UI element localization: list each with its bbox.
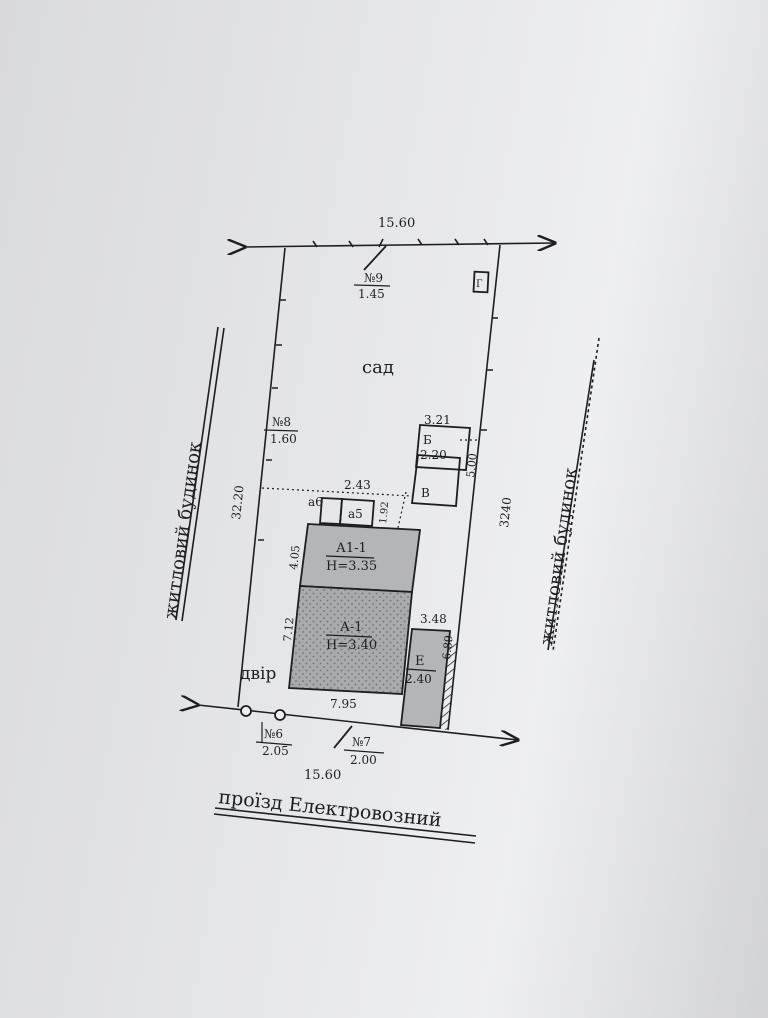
- fence-n7-underline: [343, 749, 385, 754]
- gate-post: [274, 709, 286, 721]
- fence-n7-label: №7: [352, 735, 371, 749]
- building-a1-underline: [325, 634, 373, 638]
- building-a1-1-underline: [325, 555, 375, 559]
- top-width-label: 15.60: [378, 216, 415, 231]
- left-length-label: 32.20: [229, 485, 247, 521]
- right-length-label: 3240: [497, 496, 514, 528]
- fence-n6-length: 2.05: [262, 744, 289, 758]
- offset-line-vertical: [397, 491, 407, 529]
- building-b-value: 2.20: [420, 448, 447, 462]
- building-a6: [319, 497, 343, 525]
- fence-n7-length: 2.00: [350, 753, 377, 767]
- building-e-name: Е: [415, 654, 425, 669]
- building-g-name: Г: [476, 279, 483, 290]
- outbuilding-depth-label: 5.00: [464, 453, 479, 479]
- fence-marks-top: [312, 238, 489, 248]
- building-a1-1-name: А1-1: [336, 541, 367, 556]
- building-g: [472, 270, 490, 294]
- neighbor-right-label: житловий будинок: [536, 466, 582, 647]
- neighbor-left-label: житловий будинок: [160, 440, 206, 621]
- fence-n9-line: [363, 245, 387, 271]
- street-line: [214, 807, 477, 837]
- fence-n9-length: 1.45: [358, 287, 385, 301]
- building-b-name: Б: [423, 433, 432, 447]
- fence-marks-left: [258, 299, 286, 541]
- building-a5: [339, 498, 375, 527]
- neighbor-left-line: [175, 326, 219, 621]
- neighbor-left-line-2: [181, 327, 225, 622]
- building-v-name: В: [421, 486, 430, 500]
- building-a6-dim: 1.92: [378, 501, 391, 524]
- fence-n9-underline: [353, 284, 391, 287]
- neighbor-right-line-2: [552, 337, 600, 652]
- building-a1-width: 7.95: [330, 697, 357, 711]
- building-v: [410, 454, 461, 507]
- building-a5-label: а5: [348, 507, 363, 521]
- building-a1-name: А-1: [340, 620, 363, 635]
- outbuilding-width-label: 3.21: [424, 413, 451, 427]
- building-b: [415, 424, 471, 471]
- neighbor-right-line: [547, 359, 595, 651]
- building-e-depth: 6.89: [440, 635, 455, 661]
- garden-label: сад: [362, 357, 394, 378]
- fence-n6-label: №6: [264, 727, 283, 741]
- fence-marks-right: [481, 317, 498, 431]
- building-e-underline: [405, 668, 437, 672]
- yard-label: двір: [240, 664, 276, 684]
- building-e-value: 2.40: [405, 672, 432, 686]
- building-e-width: 3.48: [420, 612, 447, 626]
- fence-n8-label: №8: [272, 415, 291, 429]
- top-boundary: [245, 243, 555, 247]
- building-e: [399, 628, 451, 729]
- offset-line-horizontal: [261, 487, 413, 497]
- fence-n7-line: [333, 725, 353, 749]
- fence-n8-length: 1.60: [270, 432, 297, 446]
- gate-post: [240, 705, 252, 717]
- wall-hatch: [440, 639, 458, 731]
- fence-n9-label: №9: [364, 271, 383, 285]
- building-a1: [288, 585, 413, 695]
- street-label: проїзд Електровозний: [217, 786, 442, 831]
- building-a1-depth: 7.12: [281, 617, 296, 643]
- building-a1-1-depth: 4.05: [287, 545, 302, 571]
- left-boundary: [237, 247, 286, 708]
- fence-n8-underline: [263, 429, 299, 432]
- building-a6-label: а6: [308, 495, 323, 509]
- street-line-2: [213, 813, 476, 844]
- bottom-width-label: 15.60: [304, 768, 341, 783]
- building-a1-1-height: Н=3.35: [326, 559, 377, 574]
- building-a1-height: Н=3.40: [326, 638, 377, 653]
- fence-n6-underline: [255, 741, 293, 746]
- ext-width-label: 2.43: [344, 478, 371, 492]
